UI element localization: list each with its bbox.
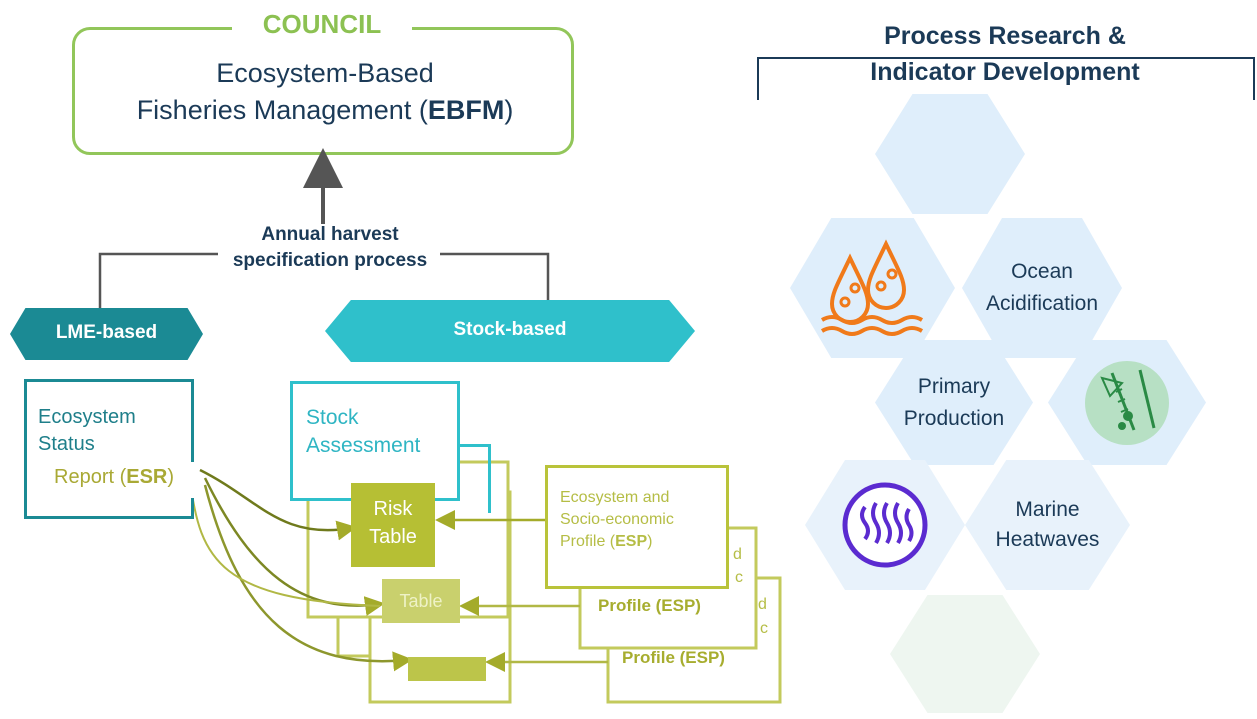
esp-label: Ecosystem and Socio-economic Profile (ES…	[560, 487, 674, 553]
pr-title-line1: Process Research &	[884, 22, 1126, 50]
council-title: COUNCIL	[232, 4, 412, 44]
marine-line2: Heatwaves	[995, 528, 1100, 551]
risk-table-faded: Table	[382, 579, 460, 623]
esr-line2: Status	[38, 433, 95, 455]
esp-box	[545, 465, 729, 589]
pr-title-line2: Indicator Development	[870, 58, 1140, 86]
primary-line2: Production	[903, 406, 1005, 430]
harvest-line2: specification process	[232, 250, 428, 271]
primary-line1: Primary	[917, 374, 991, 398]
process-research-title: Process Research & Indicator Development	[810, 18, 1200, 90]
stock-assessment-label: Stock Assessment	[306, 404, 420, 460]
esr-label: Ecosystem Status	[38, 404, 136, 458]
esp-fragment-d2: d	[758, 596, 767, 613]
esp-back-label-2: Profile (ESP)	[622, 648, 725, 667]
risk-table-line1: Risk	[373, 498, 413, 520]
ebfm-line1: Ecosystem-Based	[216, 58, 434, 88]
primary-production-label: Primary Production	[904, 371, 1004, 435]
risk-table: Risk Table	[351, 483, 435, 567]
stock-based-banner: Stock-based	[325, 300, 695, 362]
water-droplet-icon	[820, 239, 923, 336]
plankton-icon	[1085, 360, 1169, 445]
marine-line1: Marine	[1015, 498, 1080, 521]
harvest-process-label: Annual harvest specification process	[200, 222, 460, 274]
risk-table-line2: Table	[369, 526, 417, 548]
ocean-acidification-label: Ocean Acidification	[986, 256, 1098, 320]
ocean-line1: Ocean	[1011, 260, 1073, 283]
esp-back-label-1: Profile (ESP)	[598, 596, 701, 615]
ebfm-line2: Fisheries Management (EBFM)	[136, 95, 514, 125]
hex-plankton	[1048, 340, 1206, 465]
ebfm-label: Ecosystem-Based Fisheries Management (EB…	[80, 55, 570, 129]
sa-line2: Assessment	[306, 434, 421, 457]
risk-table-faded-back	[408, 657, 486, 681]
hex-bottom	[890, 595, 1040, 713]
sa-line1: Stock	[306, 406, 359, 429]
hex-top	[875, 94, 1025, 214]
heatwave-icon	[842, 482, 928, 568]
lme-based-banner: LME-based	[10, 308, 203, 360]
esr-line1: Ecosystem	[38, 406, 136, 428]
esp-fragment-c2: c	[760, 620, 768, 637]
hex-heat-icon	[805, 460, 965, 590]
marine-heatwaves-label: Marine Heatwaves	[996, 495, 1100, 555]
esp-fragment-c: c	[735, 569, 743, 586]
stock-assessment-shadow	[460, 444, 491, 513]
esp-line3: Profile (ESP)	[560, 533, 653, 550]
harvest-line1: Annual harvest	[261, 224, 399, 245]
esp-fragment-d: d	[733, 546, 742, 563]
esr-report-background	[42, 462, 197, 498]
ocean-line2: Acidification	[985, 292, 1099, 315]
esp-line2: Socio-economic	[560, 511, 674, 528]
esp-line1: Ecosystem and	[560, 489, 670, 506]
esr-report-label: Report (ESR)	[54, 466, 175, 488]
